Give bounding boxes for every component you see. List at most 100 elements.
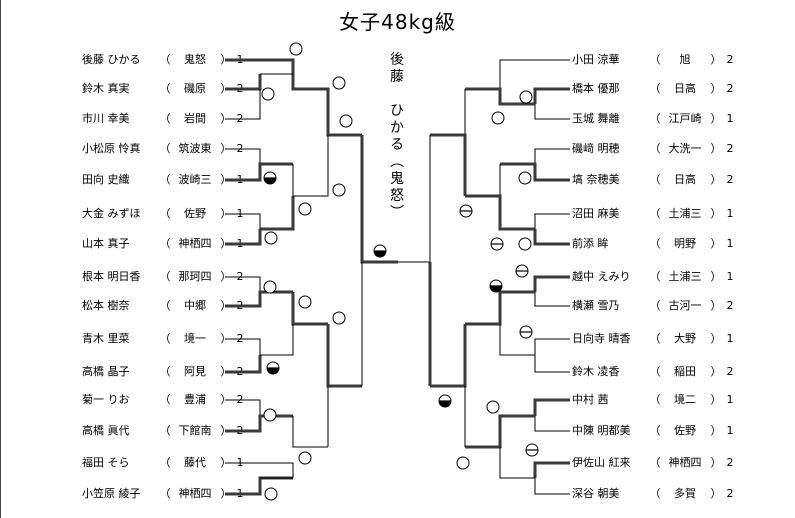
paren-close: ） [710,53,722,66]
barred-circle-mark [459,204,473,218]
paren-open: （ [649,456,661,469]
right-entry-row: 橋本 優那（日高）2 [572,81,736,97]
entry-school: 岩間 [184,112,206,125]
bracket-line [533,461,570,478]
bracket-line [499,447,535,479]
half-circle-mark [489,279,503,293]
entry-grade: 1 [726,207,734,220]
circle-mark [519,90,533,104]
entry-school: 土浦三 [668,270,702,283]
champion-char: ︶ [390,205,404,221]
paren-open: （ [159,299,171,312]
half-circle-mark [266,361,280,375]
right-entry-row: 小田 涼華（旭）2 [572,52,736,68]
entry-school: 鬼怒 [184,53,206,66]
bracket-line [533,229,570,246]
champion-char: る [390,137,404,153]
bracket-line [225,89,261,120]
bracket-line [499,59,570,89]
paren-open: （ [649,112,661,125]
bracket-line [533,275,570,292]
bracket-line [465,87,535,106]
entry-name: 根本 明日香 [82,270,141,283]
paren-open: （ [159,53,171,66]
right-entry-row: 前添 眸（明野）1 [572,236,736,252]
entry-name: 小田 涼華 [572,53,620,66]
entry-school: 日高 [674,82,696,95]
bracket-line [225,414,293,433]
paren-close: ） [710,173,722,186]
circle-mark [332,183,346,197]
circle-mark [518,237,532,251]
bracket-line [533,87,570,104]
paren-open: （ [649,393,661,406]
bracket-line [225,229,262,246]
entry-name: 橋本 優那 [572,82,620,95]
paren-close: ） [710,456,722,469]
entry-name: 大金 みずほ [82,207,141,220]
entry-school: 神栖四 [178,487,212,500]
bracket-line [430,324,467,388]
entry-school: 中郷 [184,299,206,312]
champion-char: 藤 [390,69,404,85]
entry-school: 筑波東 [178,142,212,155]
circle-mark [332,76,346,90]
entry-school: 藤代 [184,456,206,469]
entry-grade: 1 [726,424,734,437]
champion-char: 鬼 [390,171,404,187]
bracket-line [225,276,261,292]
bracket-line [293,135,329,197]
paren-close: ） [710,270,722,283]
paren-close: ） [710,142,722,155]
paren-open: （ [649,487,661,500]
circle-mark [339,114,353,128]
bracket-line [225,399,261,416]
entry-name: 後藤 ひかる [82,53,141,66]
right-entry-row: 中村 茜（境二）1 [572,392,736,408]
entry-school: 大野 [674,332,696,345]
entry-school: 磯原 [184,82,206,95]
entry-name: 塙 奈穂美 [572,173,620,186]
entry-name: 小松原 怜真 [82,142,141,155]
half-circle-mark [263,171,277,185]
bracket-line [398,135,431,263]
frame-edge [0,0,1,518]
right-entry-row: 塙 奈穂美（日高）2 [572,172,736,188]
right-entry-row: 玉城 舞離（江戸崎）1 [572,111,736,127]
bracket-line [225,462,294,478]
bracket-line [534,355,570,373]
entry-school: 多賀 [674,487,696,500]
entry-name: 青木 里菜 [82,332,130,345]
entry-grade: 2 [726,456,734,469]
entry-school: 豊浦 [184,393,206,406]
paren-open: （ [159,270,171,283]
half-circle-mark [373,244,387,258]
entry-school: 大洗一 [668,142,702,155]
right-entry-row: 越中 えみり（土浦三）1 [572,269,736,285]
left-entry-row: 後藤 ひかる（鬼怒）1 [82,52,246,68]
entry-name: 福田 そら [82,456,130,469]
circle-mark [486,400,500,414]
circle-mark [289,42,303,56]
paren-open: （ [159,332,171,345]
page-title: 女子48kg級 [339,10,456,34]
paren-close: ） [710,299,722,312]
paren-open: （ [159,393,171,406]
champion-char: ひ [390,103,404,119]
bracket-line [430,133,467,196]
entry-school: 土浦三 [668,207,702,220]
right-entry-row: 深谷 朝美（多賀）2 [572,486,736,502]
entry-grade: 2 [726,173,734,186]
entry-name: 磯﨑 明穂 [572,142,620,155]
right-entry-row: 鈴木 凌香（稲田）2 [572,364,736,380]
paren-open: （ [159,365,171,378]
paren-close: ） [710,365,722,378]
bracket-line [465,290,535,326]
entry-name: 沼田 麻美 [572,207,620,220]
right-entry-row: 日向寺 晴香（大野）1 [572,331,736,347]
paren-open: （ [649,142,661,155]
bracket-line [533,398,570,416]
champion-char: か [390,120,404,136]
circle-mark [518,171,532,185]
paren-close: ） [710,393,722,406]
